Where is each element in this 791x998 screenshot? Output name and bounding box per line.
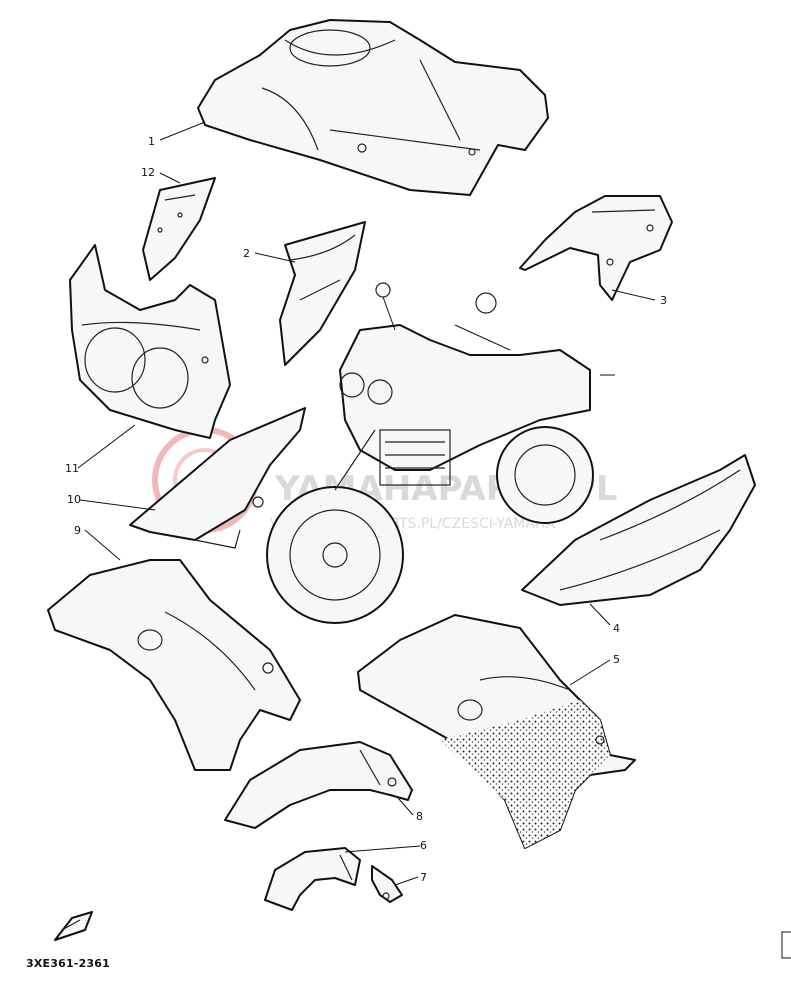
callout-10: 10	[67, 493, 81, 506]
callout-9: 9	[74, 524, 81, 537]
part-7-bracket	[371, 865, 403, 903]
callout-labels: 1 12 2 3 11 10 9 4 5 8 6 7	[65, 135, 667, 884]
callout-2: 2	[243, 247, 250, 260]
part-12-inner-panel	[142, 177, 216, 281]
callout-1: 1	[148, 135, 155, 148]
callout-6: 6	[420, 839, 427, 852]
part-2-side-panel	[279, 221, 366, 366]
callout-12: 12	[141, 166, 155, 179]
part-8-front-fender	[224, 741, 413, 829]
page-edge-mark	[781, 931, 791, 959]
part-11-front-cowl	[69, 244, 231, 439]
part-6-inner-fender	[264, 847, 361, 911]
part-10-side-cover	[129, 407, 306, 549]
leader-lines	[77, 121, 656, 886]
callout-5: 5	[613, 653, 620, 666]
front-wheel	[266, 486, 404, 624]
part-5-lower-fairing	[357, 614, 636, 849]
callout-4: 4	[613, 622, 620, 635]
motorcycle-illustration	[266, 282, 615, 624]
part-1-tank-cover	[197, 19, 549, 196]
callout-8: 8	[416, 810, 423, 823]
callout-11: 11	[65, 462, 79, 475]
callout-7: 7	[420, 871, 427, 884]
diagram-code: 3XE361-2361	[26, 957, 110, 970]
rear-wheel	[496, 426, 594, 524]
callout-3: 3	[660, 294, 667, 307]
part-9-lower-fairing	[47, 559, 301, 771]
part-3-rear-cowl	[519, 195, 673, 301]
part-4-side-cover	[521, 454, 756, 606]
front-direction-icon	[54, 911, 93, 941]
